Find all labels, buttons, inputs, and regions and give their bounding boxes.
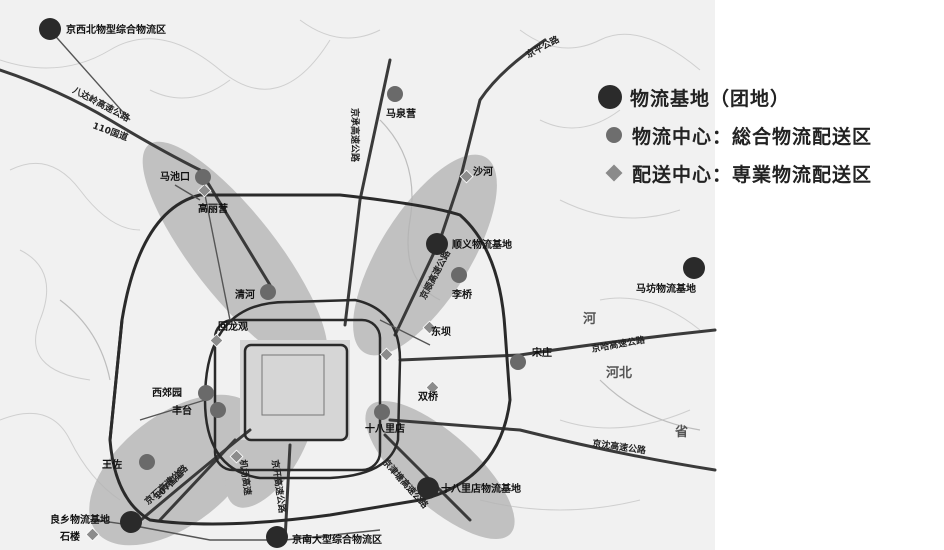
base-marker-shibalidian <box>417 477 439 499</box>
base-marker-nanyuan <box>266 526 288 548</box>
base-label-shibalidian: 十八里店物流基地 <box>441 482 521 495</box>
center-marker-maquanying <box>387 86 403 102</box>
terrain-texture <box>0 19 701 511</box>
old-city <box>261 354 325 416</box>
road-label-jingcheng: 京承高速公路 <box>349 108 361 163</box>
legend-center-label: 物流中心：総合物流配送区 <box>632 125 873 148</box>
place-label-hebei: 河北 <box>606 365 632 381</box>
center-marker-songzhuang <box>510 354 526 370</box>
base-label-liangxiang: 良乡物流基地 <box>50 513 110 526</box>
center-label-maquanying: 马泉营 <box>386 107 416 120</box>
marker-labels: 京西北物型综合物流区 顺义物流基地 马坊物流基地 十八里店物流基地 良乡物流基地… <box>50 23 696 546</box>
dist-marker <box>425 380 440 395</box>
center-label-machikou: 马池口 <box>160 170 190 183</box>
legend-item-dist: 配送中心：専業物流配送区 <box>598 154 944 192</box>
ring-5 <box>108 193 512 526</box>
dist-label-d1: 高丽营 <box>198 202 228 215</box>
place-label-sheng: 省 <box>674 424 688 440</box>
dist-label-d2: 沙河 <box>473 166 493 178</box>
road-jingcheng <box>343 58 392 327</box>
center-marker-wangzuo <box>139 454 155 470</box>
place-label-he: 河 <box>583 311 596 327</box>
ring-3 <box>213 318 382 472</box>
dist-marker <box>209 333 224 348</box>
base-marker-northwest <box>39 18 61 40</box>
corridor-northeast <box>353 154 497 356</box>
road-jingshen <box>388 418 717 472</box>
dist-label-d7: 双桥 <box>418 390 439 403</box>
dist-marker <box>422 320 437 335</box>
center-label-shibalidian: 十八里店 <box>365 422 405 435</box>
dist-marker <box>85 527 100 542</box>
center-marker-lianglu <box>210 402 226 418</box>
city-core <box>240 340 350 440</box>
legend-center-marker <box>606 127 622 143</box>
base-marker-mafang <box>683 257 705 279</box>
center-label-wangzuo: 王佐 <box>102 458 122 471</box>
place-labels: 河 河北 省 <box>583 311 688 440</box>
center-marker-shibalidian <box>374 404 390 420</box>
center-marker-qinghe <box>260 284 276 300</box>
legend-item-base: 物流基地（团地） <box>598 78 944 116</box>
legend-base-marker <box>598 85 622 109</box>
center-label-langfang: 石楼 <box>59 530 80 543</box>
ring-4 <box>203 298 402 480</box>
center-marker-lishiqiao <box>451 267 467 283</box>
legend-dist-marker <box>605 164 623 182</box>
base-label-mafang: 马坊物流基地 <box>636 282 696 295</box>
road-badaling <box>0 68 272 287</box>
corridor-southeast <box>365 401 515 539</box>
center-label-qinghe: 清河 <box>235 288 255 301</box>
dist-label-d5: 东坝 <box>431 325 451 338</box>
ring-2 <box>243 343 349 442</box>
logistics-centers <box>139 86 526 470</box>
logistics-bases <box>39 18 705 548</box>
dist-label-d3: 回龙观 <box>218 320 248 333</box>
dist-marker <box>229 449 244 464</box>
center-marker-machikou <box>195 169 211 185</box>
center-label-lianglu: 丰台 <box>172 404 192 417</box>
legend-dist-label: 配送中心：専業物流配送区 <box>632 163 873 186</box>
dist-marker <box>379 347 394 362</box>
legend: 物流基地（团地） 物流中心：総合物流配送区 配送中心：専業物流配送区 <box>598 78 944 192</box>
road-jingha <box>398 328 717 362</box>
legend-base-label: 物流基地（团地） <box>630 87 791 110</box>
road-jingshun <box>393 38 547 337</box>
base-marker-liangxiang <box>120 511 142 533</box>
center-marker-xijiao <box>198 385 214 401</box>
center-label-xijiao: 西郊园 <box>152 386 182 399</box>
dist-marker <box>459 169 474 184</box>
center-label-songzhuang: 宋庄 <box>531 346 552 359</box>
base-label-northwest: 京西北物型综合物流区 <box>66 23 166 36</box>
base-label-shunyi: 顺义物流基地 <box>452 238 512 251</box>
road-107 <box>158 438 237 522</box>
road-jingshi <box>133 428 252 527</box>
dist-marker <box>197 183 212 198</box>
distribution-centers <box>85 169 474 542</box>
base-label-nanyuan: 京南大型综合物流区 <box>292 533 382 546</box>
center-label-lishiqiao: 李桥 <box>451 288 473 301</box>
legend-item-center: 物流中心：総合物流配送区 <box>598 116 944 154</box>
corridor-southwest <box>89 394 261 546</box>
ring-roads <box>108 193 512 526</box>
road-jingkai <box>283 443 292 542</box>
base-marker-shunyi <box>426 233 448 255</box>
